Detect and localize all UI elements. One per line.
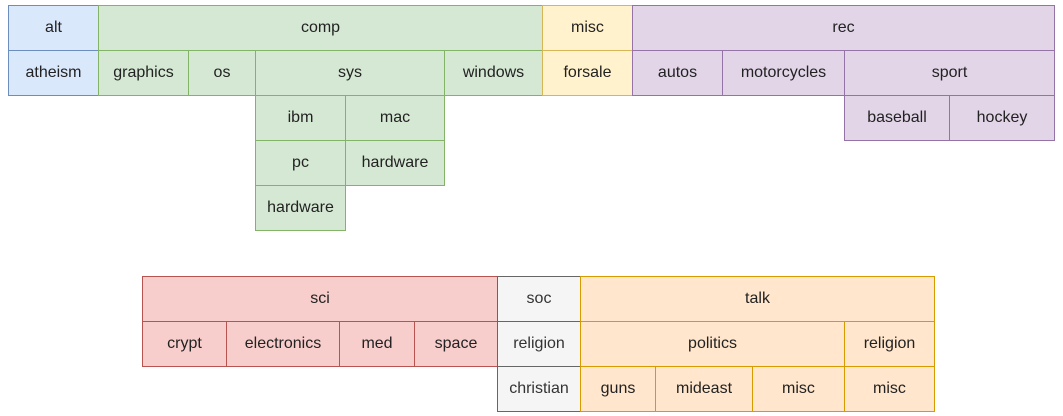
node-comp-os: os: [188, 50, 256, 96]
node-misc-forsale: forsale: [542, 50, 633, 96]
node-sci-crypt: crypt: [142, 321, 227, 367]
node-talk-politics-mideast: mideast: [655, 366, 753, 412]
node-rec-motorcycles: motorcycles: [722, 50, 845, 96]
node-talk-politics-guns: guns: [580, 366, 656, 412]
node-talk: talk: [580, 276, 935, 322]
node-comp-sys-mac-hardware: hardware: [345, 140, 445, 186]
node-talk-religion: religion: [844, 321, 935, 367]
node-comp-sys-ibm-pc-hardware: hardware: [255, 185, 346, 231]
node-talk-politics-misc: misc: [752, 366, 845, 412]
node-comp-windows: windows: [444, 50, 543, 96]
node-sci-space: space: [414, 321, 498, 367]
node-talk-religion-misc: misc: [844, 366, 935, 412]
node-comp-sys-ibm: ibm: [255, 95, 346, 141]
node-comp-sys-ibm-pc: pc: [255, 140, 346, 186]
node-misc: misc: [542, 5, 633, 51]
node-comp: comp: [98, 5, 543, 51]
node-comp-graphics: graphics: [98, 50, 189, 96]
node-alt: alt: [8, 5, 99, 51]
node-sci-med: med: [339, 321, 415, 367]
node-rec-sport-baseball: baseball: [844, 95, 950, 141]
node-rec: rec: [632, 5, 1055, 51]
node-rec-sport: sport: [844, 50, 1055, 96]
node-rec-sport-hockey: hockey: [949, 95, 1055, 141]
node-soc-religion: religion: [497, 321, 581, 367]
node-alt-atheism: atheism: [8, 50, 99, 96]
node-sci: sci: [142, 276, 498, 322]
node-comp-sys-mac: mac: [345, 95, 445, 141]
node-talk-politics: politics: [580, 321, 845, 367]
node-sci-electronics: electronics: [226, 321, 340, 367]
node-soc-religion-christian: christian: [497, 366, 581, 412]
node-soc: soc: [497, 276, 581, 322]
node-comp-sys: sys: [255, 50, 445, 96]
node-rec-autos: autos: [632, 50, 723, 96]
